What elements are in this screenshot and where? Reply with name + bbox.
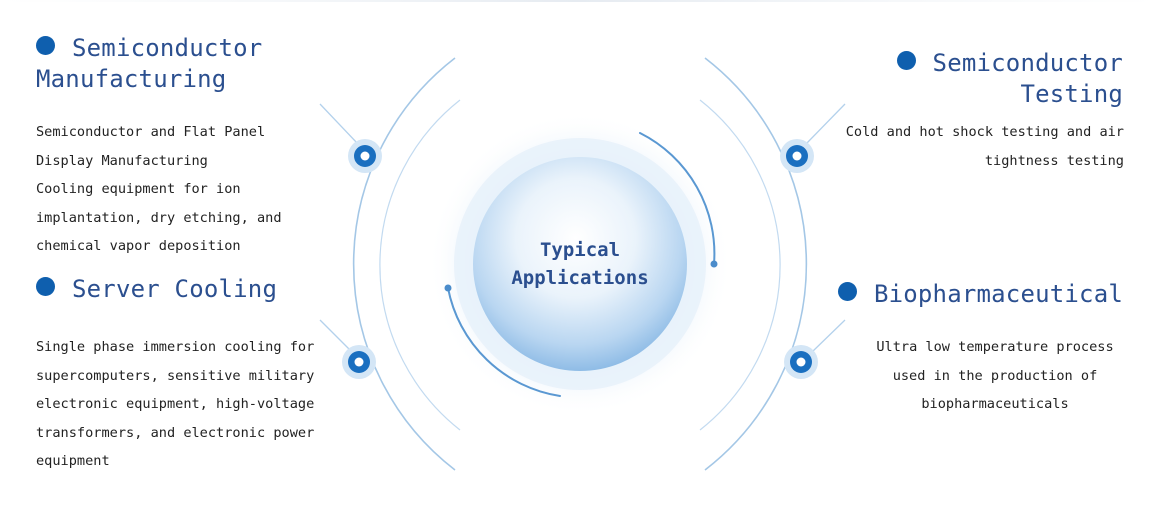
desc-line: electronic equipment, high-voltage [36,396,315,412]
orbit-dot-lower [444,284,452,292]
title-biopharmaceutical: Biopharmaceutical [800,279,1123,310]
connector-diag-semiconductor-manufacturing [319,103,359,145]
title-semiconductor-testing: Semiconductor Testing [830,48,1123,110]
desc-line: equipment [36,453,110,469]
node-semiconductor-testing [780,139,814,173]
title-line1: Semiconductor [932,49,1123,77]
desc-line: chemical vapor deposition [36,238,241,254]
title-line1: Semiconductor [72,34,263,62]
bullet-dot-icon [36,277,55,296]
center-sphere [473,157,687,371]
title-semiconductor-manufacturing: Semiconductor Manufacturing [36,33,336,95]
connector-diag-server-cooling [319,319,353,353]
desc-semiconductor-manufacturing: Semiconductor and Flat Panel Display Man… [36,118,336,261]
desc-line: Single phase immersion cooling for [36,339,315,355]
desc-biopharmaceutical: Ultra low temperature process used in th… [850,333,1140,419]
node-biopharmaceutical [784,345,818,379]
desc-line: used in the production of [892,367,1098,384]
desc-line: implantation, dry etching, and [36,209,282,226]
top-divider [0,0,1158,2]
bullet-dot-icon [36,36,55,55]
bullet-dot-icon [837,282,857,301]
title-line2: Testing [1020,80,1123,108]
title-line2: Manufacturing [36,65,227,93]
center-label-line1: Typical [539,239,621,261]
desc-line: biopharmaceuticals [921,396,1069,412]
desc-line: tightness testing [984,152,1124,169]
desc-semiconductor-testing: Cold and hot shock testing and air tight… [800,118,1124,175]
title-text: Biopharmaceutical [873,280,1123,308]
outer-ring-right [704,57,808,471]
desc-line: Ultra low temperature process [876,339,1114,355]
orbit-arc-lower [447,287,561,397]
desc-line: Display Manufacturing [36,152,208,169]
bullet-dot-icon [896,51,916,70]
connector-diag-semiconductor-testing [805,103,846,145]
connector-diag-biopharmaceutical [811,319,846,353]
desc-line: Semiconductor and Flat Panel [36,124,266,140]
desc-line: Cooling equipment for ion [36,181,241,197]
orbit-dot-upper [710,260,718,268]
desc-line: Cold and hot shock testing and air [845,124,1124,140]
title-server-cooling: Server Cooling [36,274,336,305]
node-semiconductor-manufacturing [348,139,382,173]
desc-line: transformers, and electronic power [36,424,315,441]
orbit-arc-upper [639,132,716,265]
center-label: Typical Applications [480,236,680,292]
center-label-line2: Applications [511,267,649,289]
desc-line: supercomputers, sensitive military [36,367,315,384]
inner-ring-right [699,99,781,431]
inner-ring-left [379,99,461,431]
desc-server-cooling: Single phase immersion cooling for super… [36,333,336,476]
title-text: Server Cooling [72,275,278,303]
node-server-cooling [342,345,376,379]
outer-ring-left [352,57,456,471]
